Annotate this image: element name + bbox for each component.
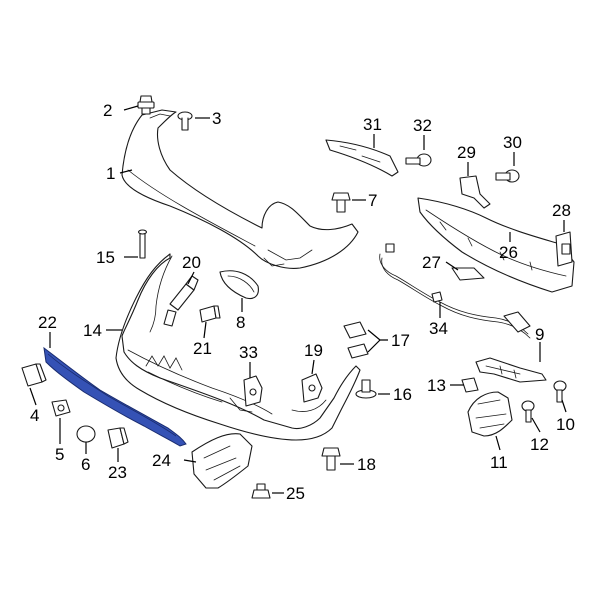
leader-lines	[29, 105, 567, 494]
part-32-screw[interactable]	[405, 153, 432, 167]
callout-22: 22	[38, 313, 57, 332]
part-13-clip[interactable]	[461, 377, 479, 393]
part-20-bracket[interactable]	[163, 275, 199, 327]
callout-12: 12	[530, 435, 549, 454]
callout-15: 15	[96, 248, 115, 267]
callout-26: 26	[499, 243, 518, 262]
callout-28: 28	[552, 201, 571, 220]
callout-8: 8	[236, 313, 245, 332]
callout-5: 5	[55, 445, 64, 464]
callout-labels: 2 3 1 7 15 31 32 29 30 26 28 27 34 20 8 …	[30, 101, 575, 503]
part-10-bolt[interactable]	[553, 380, 567, 403]
callout-29: 29	[457, 143, 476, 162]
callout-32: 32	[413, 116, 432, 135]
callout-31: 31	[363, 115, 382, 134]
callout-19: 19	[304, 341, 323, 360]
part-1-upper-bumper-cover[interactable]	[121, 109, 359, 269]
callout-13: 13	[427, 376, 446, 395]
callout-20: 20	[182, 253, 201, 272]
part-23-clip[interactable]	[107, 427, 129, 449]
part-29-bracket[interactable]	[459, 175, 491, 209]
part-26-reinforcement[interactable]	[417, 197, 575, 293]
callout-24: 24	[152, 451, 171, 470]
part-33-bracket[interactable]	[243, 375, 263, 407]
part-24-bracket[interactable]	[191, 433, 253, 489]
callout-11: 11	[490, 453, 508, 472]
callout-14: 14	[83, 321, 102, 340]
part-9-side-support[interactable]	[475, 357, 547, 383]
part-28-bracket[interactable]	[555, 231, 573, 267]
callout-10: 10	[556, 415, 575, 434]
part-11-bracket[interactable]	[467, 391, 513, 437]
callout-18: 18	[357, 455, 376, 474]
part-16-push-pin[interactable]	[355, 379, 377, 399]
part-8-reflector[interactable]	[219, 270, 259, 300]
part-22-lower-valance[interactable]	[43, 346, 187, 447]
part-5-nut[interactable]	[51, 399, 71, 417]
callout-21: 21	[193, 339, 212, 358]
callout-2: 2	[103, 101, 112, 120]
part-12-bolt[interactable]	[521, 400, 535, 423]
callout-27: 27	[422, 253, 441, 272]
part-30-screw[interactable]	[495, 169, 520, 183]
callout-23: 23	[108, 463, 127, 482]
part-31-bracket[interactable]	[325, 139, 399, 177]
part-4-cap[interactable]	[21, 363, 47, 387]
part-27-clip[interactable]	[451, 267, 485, 281]
part-19-sensor-bracket[interactable]	[301, 373, 323, 403]
part-15-pin[interactable]	[137, 229, 148, 259]
part-17-retainer[interactable]	[343, 321, 369, 359]
callout-9: 9	[535, 325, 544, 344]
callout-25: 25	[286, 484, 305, 503]
callout-17: 17	[391, 331, 410, 350]
callout-4: 4	[30, 406, 39, 425]
part-2-clip[interactable]	[137, 95, 155, 115]
part-7-bolt[interactable]	[331, 192, 351, 213]
part-14-lower-bumper-cover[interactable]	[115, 253, 361, 441]
callout-16: 16	[393, 385, 412, 404]
part-3-push-rivet[interactable]	[177, 111, 193, 131]
callout-7: 7	[368, 191, 377, 210]
callout-30: 30	[503, 133, 522, 152]
part-34-wiring-harness[interactable]	[379, 243, 531, 339]
callout-33: 33	[239, 343, 258, 362]
part-21-clip[interactable]	[199, 305, 221, 323]
callout-6: 6	[81, 455, 90, 474]
part-18-bolt[interactable]	[321, 447, 341, 471]
part-25-bolt[interactable]	[251, 483, 271, 499]
callout-34: 34	[429, 319, 448, 338]
part-6-plug[interactable]	[76, 425, 96, 443]
callout-3: 3	[212, 109, 221, 128]
callout-1: 1	[106, 164, 115, 183]
